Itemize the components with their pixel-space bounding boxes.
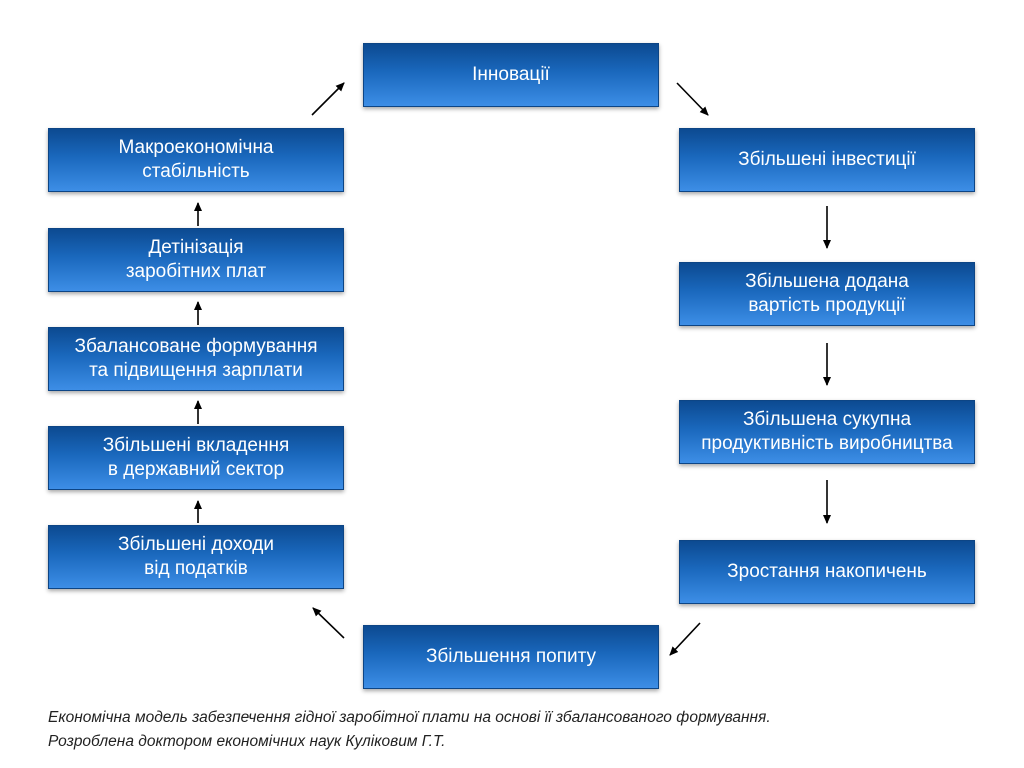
node-macroeconomic-stability: Макроекономічна стабільність [48, 128, 344, 192]
node-demand-increase-label: Збільшення попиту [425, 646, 597, 667]
caption-line-1: Економічна модель забезпечення гідної за… [48, 709, 771, 726]
node-balanced-wage-formation: Збалансоване формування та підвищення за… [48, 327, 344, 391]
node-increased-value-added: Збільшена додана вартість продукції [679, 262, 975, 326]
node-savings-growth: Зростання накопичень [679, 540, 975, 604]
arrow-savings-to-demand [669, 622, 701, 656]
node-increased-productivity-label: Збільшена сукупна продуктивність виробни… [701, 409, 953, 454]
node-innovations-label: Інновації [472, 64, 550, 85]
arrow-demand-to-tax-income [312, 607, 345, 639]
node-increased-investments: Збільшені інвестиції [679, 128, 975, 192]
node-increased-productivity: Збільшена сукупна продуктивність виробни… [679, 400, 975, 464]
node-macroeconomic-stability-label: Макроекономічна стабільність [118, 137, 274, 182]
node-balanced-wage-formation-label: Збалансоване формування та підвищення за… [74, 336, 318, 381]
caption-line-2: Розроблена доктором економічних наук Кул… [48, 733, 446, 750]
node-increased-tax-income-label: Збільшені доходи від податків [118, 534, 274, 579]
node-increased-value-added-label: Збільшена додана вартість продукції [745, 271, 909, 316]
node-public-sector-investment-label: Збільшені вкладення в державний сектор [102, 435, 290, 480]
node-innovations: Інновації [363, 43, 659, 107]
arrow-macro-to-innovations [311, 82, 345, 116]
node-demand-increase: Збільшення попиту [363, 625, 659, 689]
node-savings-growth-label: Зростання накопичень [727, 561, 927, 582]
node-increased-tax-income: Збільшені доходи від податків [48, 525, 344, 589]
arrow-innovations-to-investments [676, 82, 709, 116]
node-wage-detinization-label: Детінізація заробітних плат [125, 237, 267, 282]
node-wage-detinization: Детінізація заробітних плат [48, 228, 344, 292]
node-public-sector-investment: Збільшені вкладення в державний сектор [48, 426, 344, 490]
node-increased-investments-label: Збільшені інвестиції [738, 149, 916, 170]
